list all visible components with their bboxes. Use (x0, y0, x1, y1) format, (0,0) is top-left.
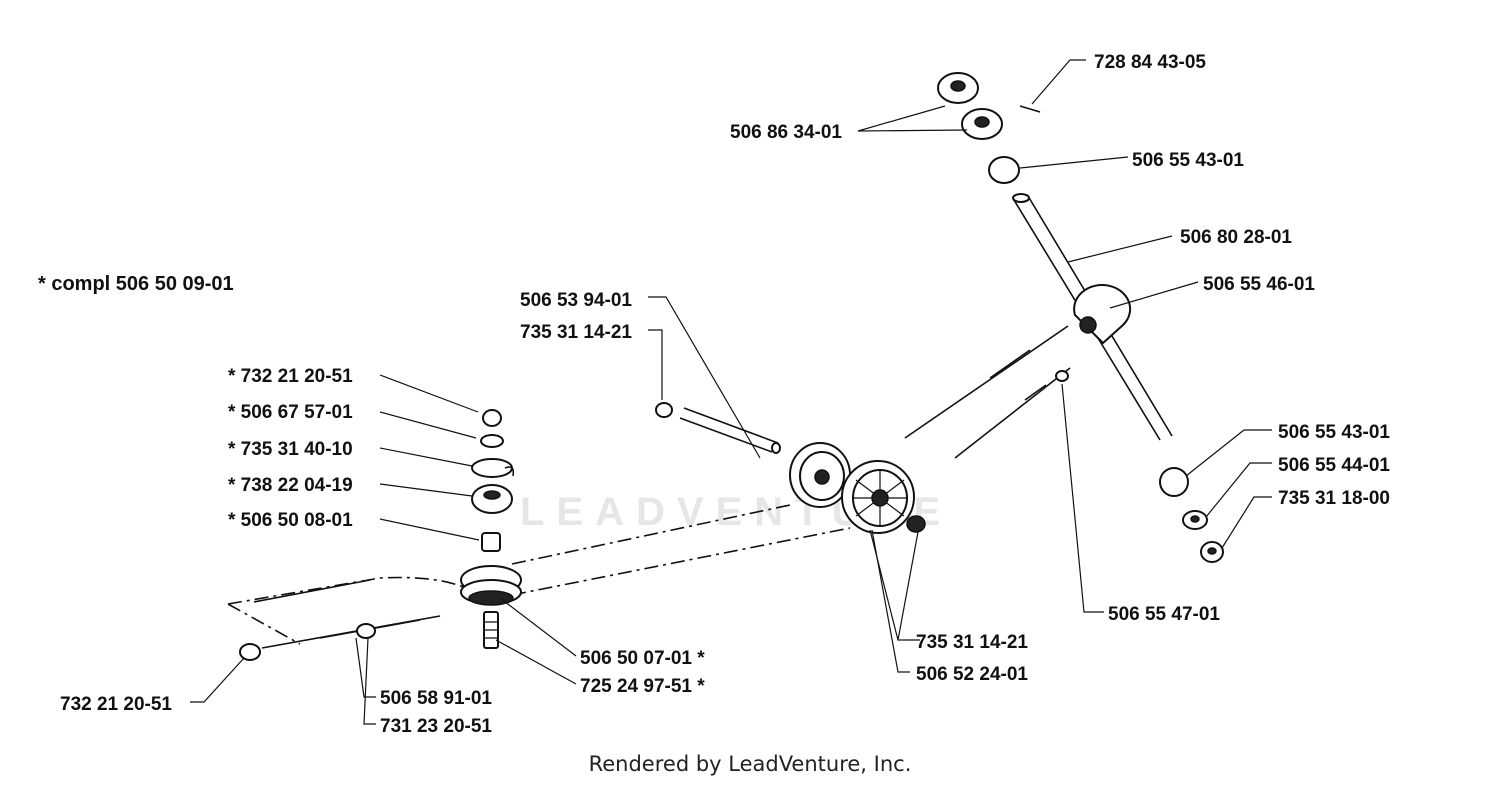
spacer-rod (655, 402, 781, 454)
leader-lines (190, 59, 1272, 725)
part-label[interactable]: 506 52 24-01 (916, 664, 1028, 685)
collar-lower (961, 108, 1003, 140)
part-label[interactable]: 506 50 07-01 * (580, 648, 705, 669)
nut-bottom (1200, 541, 1224, 563)
pulley-wheels (789, 442, 915, 534)
part-label[interactable]: 732 21 20-51 (60, 694, 172, 715)
assembly-note: * compl 506 50 09-01 (38, 273, 234, 295)
part-label[interactable]: 506 58 91-01 (380, 688, 492, 709)
part-label[interactable]: * 732 21 20-51 (228, 366, 353, 387)
part-label[interactable]: 506 55 46-01 (1203, 274, 1315, 295)
part-label[interactable]: 506 86 34-01 (730, 122, 842, 143)
part-label[interactable]: 506 55 43-01 (1132, 150, 1244, 171)
part-label[interactable]: 735 31 14-21 (916, 632, 1028, 653)
footer-credit: Rendered by LeadVenture, Inc. (588, 752, 912, 776)
cable-lower (954, 367, 1071, 459)
washer-bottom (1182, 510, 1208, 530)
part-label[interactable]: 728 84 43-05 (1094, 52, 1206, 73)
part-label[interactable]: 506 55 47-01 (1108, 604, 1220, 625)
column-shaft (1012, 193, 1173, 441)
part-label[interactable]: 731 23 20-51 (380, 716, 492, 737)
cable-upper (904, 325, 1069, 439)
pinion-gear (1073, 284, 1132, 345)
part-label[interactable]: 506 55 44-01 (1278, 455, 1390, 476)
collar-upper (937, 72, 979, 104)
part-label[interactable]: * 735 31 40-10 (228, 439, 353, 460)
part-label[interactable]: 506 55 43-01 (1278, 422, 1390, 443)
part-label[interactable]: 506 80 28-01 (1180, 227, 1292, 248)
left-pulley-stack (460, 409, 522, 649)
set-screw (1019, 105, 1041, 113)
part-label[interactable]: 725 24 97-51 * (580, 676, 705, 697)
part-label[interactable]: * 738 22 04-19 (228, 475, 353, 496)
bushing-top (988, 156, 1020, 184)
threaded-rod-lower (239, 615, 441, 661)
threaded-rod-upper (253, 579, 371, 603)
part-label[interactable]: * 506 50 08-01 (228, 510, 353, 531)
part-label[interactable]: 506 53 94-01 (520, 290, 632, 311)
part-label[interactable]: 735 31 14-21 (520, 322, 632, 343)
part-label[interactable]: 735 31 18-00 (1278, 488, 1390, 509)
part-label[interactable]: * 506 67 57-01 (228, 402, 353, 423)
pulley-nut (906, 515, 926, 533)
bushing-bottom (1159, 467, 1189, 497)
column-assembly (937, 72, 1224, 563)
